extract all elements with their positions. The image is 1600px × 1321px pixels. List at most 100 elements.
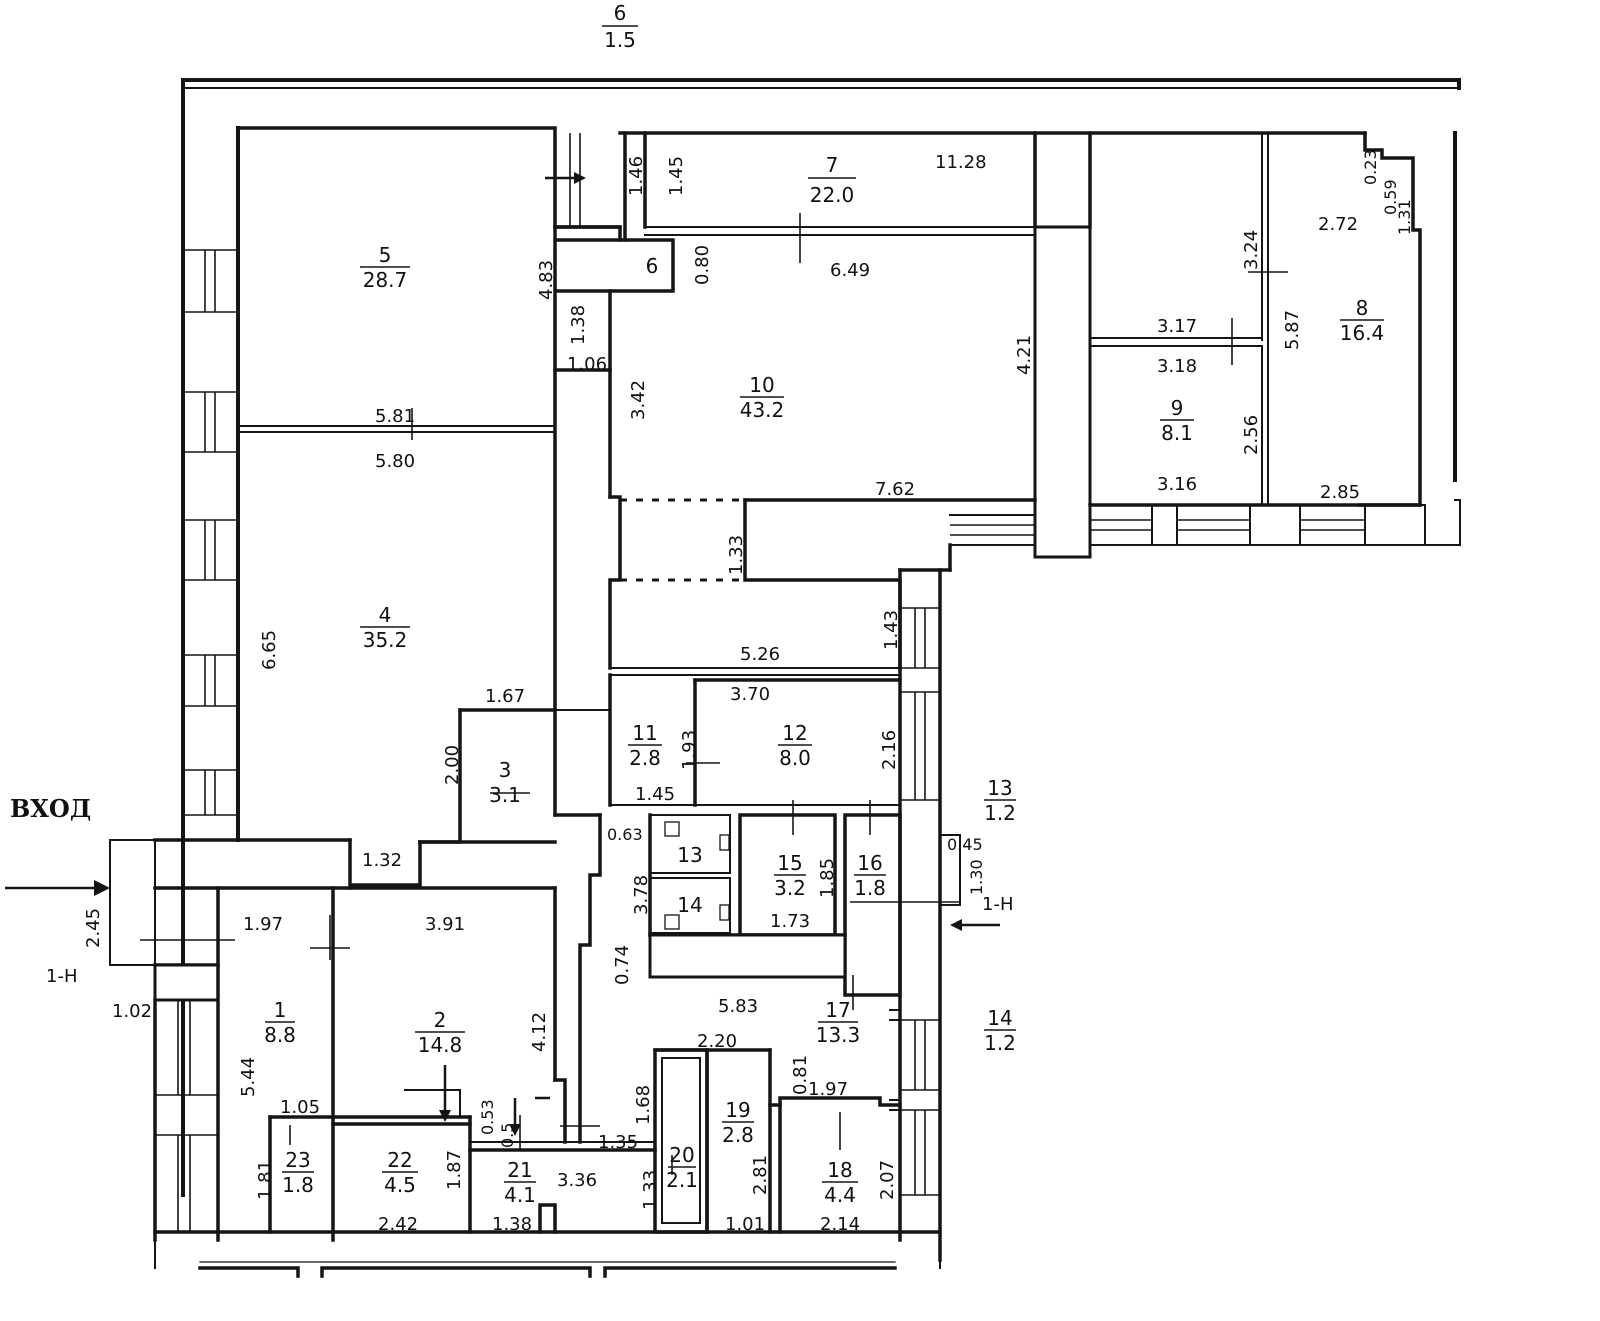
dimension-label: 0.59 (1381, 179, 1400, 215)
dimension-label: 5.44 (238, 1057, 259, 1097)
room-area: 14.8 (418, 1033, 463, 1057)
room-area: 2.8 (722, 1123, 754, 1147)
room-2: 214.8 (415, 1008, 465, 1057)
windows (155, 133, 1426, 1233)
room-area: 1.2 (984, 1031, 1016, 1055)
room-number: 21 (507, 1158, 532, 1182)
room-23: 231.8 (282, 1148, 314, 1197)
dimension-label: 5.87 (1282, 310, 1303, 350)
room-number: 6 (646, 254, 659, 278)
walls (109, 78, 1461, 1278)
room-number: 10 (749, 373, 774, 397)
dimension-label: 6.49 (830, 260, 870, 281)
room-12: 128.0 (778, 721, 812, 770)
toilet-fixture (664, 821, 680, 837)
room-area: 4.4 (824, 1183, 856, 1207)
dimension-label: 5.81 (375, 406, 415, 427)
room-20: 202.1 (666, 1143, 698, 1192)
window-right-2 (900, 691, 940, 801)
window-left-1 (183, 249, 238, 313)
dimension-label: 6.65 (259, 630, 280, 670)
room-number: 19 (725, 1098, 750, 1122)
dimension-label: 2.20 (697, 1031, 737, 1052)
room-22: 224.5 (382, 1148, 418, 1197)
dimension-label: 1.01 (725, 1214, 765, 1235)
room-area: 13.3 (816, 1023, 861, 1047)
dimension-label: 0.80 (692, 245, 713, 285)
room-14-exterior: 141.2 (984, 1006, 1016, 1055)
dimension-label: 1.33 (640, 1170, 661, 1210)
room-area: 4.1 (504, 1183, 536, 1207)
dimension-label: 5.83 (718, 996, 758, 1017)
dimension-ticks (140, 213, 1288, 1175)
window-bottom-2 (1090, 504, 1250, 546)
room-13: 13 (677, 843, 702, 867)
dimension-label: 1.73 (770, 911, 810, 932)
room-area: 22.0 (810, 183, 855, 207)
room-4: 435.2 (360, 603, 410, 652)
room-area: 35.2 (363, 628, 408, 652)
room-number: 5 (379, 243, 392, 267)
room-number: 14 (677, 893, 702, 917)
dimension-label: 3.36 (557, 1170, 597, 1191)
dimension-label: 2.72 (1318, 214, 1358, 235)
dimension-label: 1.33 (726, 535, 747, 575)
dimension-label: 3.42 (628, 380, 649, 420)
fixtures (664, 821, 730, 930)
room-area: 1.5 (604, 28, 636, 52)
room-number: 20 (669, 1143, 694, 1167)
room-area: 2.1 (666, 1168, 698, 1192)
dimension-label: 2.85 (1320, 482, 1360, 503)
dimension-label: 4.12 (529, 1012, 550, 1052)
sink-fixture (719, 834, 730, 851)
room-area: 1.8 (282, 1173, 314, 1197)
room-number: 18 (827, 1158, 852, 1182)
dimension-label: 2.81 (750, 1155, 771, 1195)
window-right-1 (900, 607, 940, 669)
dimension-label: 2.56 (1241, 415, 1262, 455)
dimension-label: 1.31 (1395, 199, 1414, 235)
room-14: 14 (677, 893, 702, 917)
dimension-label: 2.42 (378, 1214, 418, 1235)
dimension-label: 0.53 (478, 1099, 497, 1135)
window-bottom-3 (1249, 504, 1426, 546)
dimension-label: 3.70 (730, 684, 770, 705)
room-number: 16 (857, 851, 882, 875)
room-number: 22 (387, 1148, 412, 1172)
window-left-5 (183, 769, 238, 816)
dimension-label: 1.45 (666, 156, 687, 196)
room-6-corridor: 61.5 (602, 1, 638, 52)
room-number: 13 (677, 843, 702, 867)
window-left-2 (183, 391, 238, 453)
dimension-label: 2.00 (442, 745, 463, 785)
room-7: 722.0 (808, 153, 856, 207)
room-6: 6 (646, 254, 659, 278)
room-5: 528.7 (360, 243, 410, 292)
section-mark-right: 1-Н (982, 894, 1013, 915)
dimension-label: 3.18 (1157, 356, 1197, 377)
room-area: 8.8 (264, 1023, 296, 1047)
window-left-3 (183, 519, 238, 581)
room-9: 98.1 (1160, 396, 1194, 445)
room-area: 1.8 (854, 876, 886, 900)
room-area: 43.2 (740, 398, 785, 422)
dimension-label: 1.46 (626, 156, 647, 196)
room-8: 816.4 (1340, 296, 1385, 345)
section-mark-left: 1-Н (46, 966, 77, 987)
room-18: 184.4 (822, 1158, 858, 1207)
dimension-label: 2.16 (879, 730, 900, 770)
room-number: 3 (499, 758, 512, 782)
dimension-label: 0.74 (612, 945, 633, 985)
room-number: 23 (285, 1148, 310, 1172)
window-left-4 (183, 654, 238, 707)
room-number: 12 (782, 721, 807, 745)
room-number: 17 (825, 998, 850, 1022)
room-21: 214.1 (504, 1158, 536, 1207)
dimension-label: 3.78 (631, 875, 652, 915)
room-3: 33.1 (489, 758, 521, 807)
room-13-exterior: 131.2 (984, 776, 1016, 825)
dimension-label: 1.30 (967, 859, 986, 895)
window-left-6 (155, 999, 218, 1096)
